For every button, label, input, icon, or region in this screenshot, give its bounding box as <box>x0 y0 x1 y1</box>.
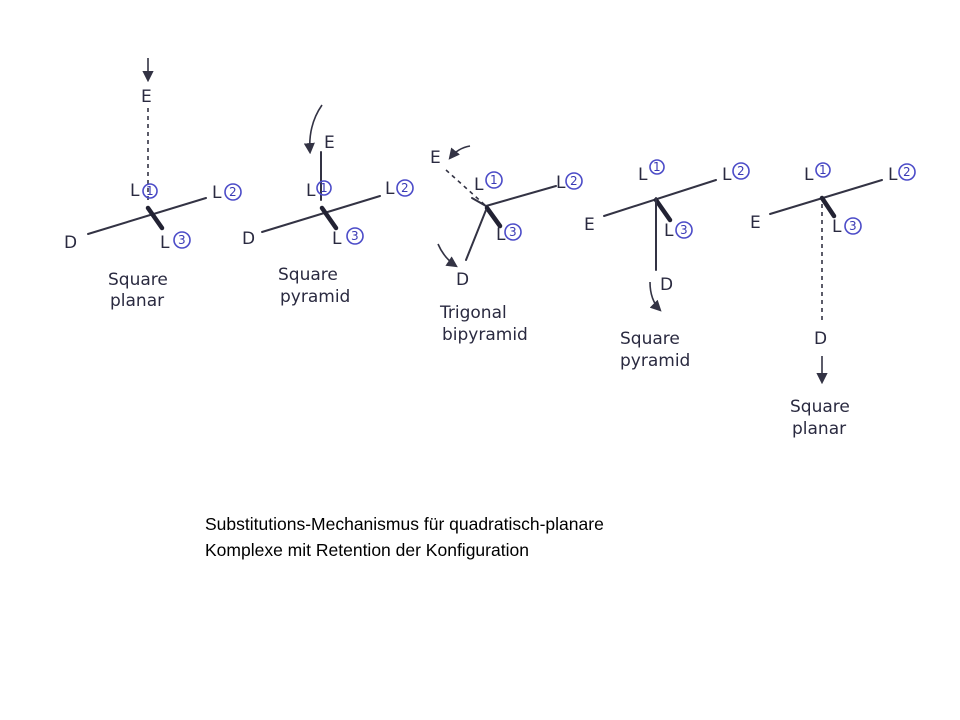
stage2-ligand2-circle <box>396 179 414 197</box>
stage5-ligand2-number: 2 <box>903 165 911 179</box>
stage3-departing-label: D <box>456 270 469 290</box>
stage1-ligand1-circle <box>142 183 158 199</box>
stage3-ligand1-L: L <box>474 175 484 195</box>
stage1-ligand2-L: L <box>212 183 222 203</box>
stage5-entering-label: E <box>750 213 761 233</box>
stage3-departing-arrow <box>437 243 458 268</box>
stage4-ligand1-L: L <box>638 165 648 185</box>
stage5-ligand3-circle <box>844 217 862 235</box>
stage3-ligand2-L: L <box>556 173 566 193</box>
stage4-main-bond <box>603 179 717 217</box>
stage1-wedge-bond <box>145 205 165 231</box>
stage1-ligand3-L: L <box>160 233 170 253</box>
stage1-ligand3-number: 3 <box>178 233 186 247</box>
stage2-caption-line2: pyramid <box>280 287 350 307</box>
stage3-ligand2-circle <box>565 172 583 190</box>
stage1-departing-label: D <box>64 233 77 253</box>
stage3-caption-line1: Trigonal <box>439 303 507 323</box>
stage5-ligand1-number: 1 <box>819 163 827 177</box>
stage2-main-bond <box>261 195 381 233</box>
stage3-entering-label: E <box>430 148 441 168</box>
stage-2-square-pyramid: E D L 1 L 2 L 3 Square pyramid <box>242 104 414 307</box>
stage4-departing-label: D <box>660 275 673 295</box>
stage4-caption-line1: Square <box>620 329 680 349</box>
stage2-ligand3-number: 3 <box>351 229 359 243</box>
stage3-wedge-bond <box>484 205 503 229</box>
stage4-caption-line2: pyramid <box>620 351 690 371</box>
stage3-ligand1-number: 1 <box>490 173 498 187</box>
stage5-main-bond <box>769 179 883 215</box>
stage3-caption-line2: bipyramid <box>442 325 528 345</box>
stage4-wedge-bond <box>653 197 673 223</box>
stage2-ligand2-L: L <box>385 179 395 199</box>
stage5-caption-line2: planar <box>792 419 846 439</box>
stage3-ligand2-number: 2 <box>570 174 578 188</box>
stage2-caption-line1: Square <box>278 265 338 285</box>
stage2-ligand1-circle <box>316 180 332 196</box>
stage5-ligand3-number: 3 <box>849 219 857 233</box>
stage1-caption-line2: planar <box>110 291 164 311</box>
stage5-caption-line1: Square <box>790 397 850 417</box>
stage5-ligand1-circle <box>815 162 831 178</box>
stage1-ligand1-L: L <box>130 181 140 201</box>
stage3-ligand3-L: L <box>496 225 506 245</box>
stage5-ligand2-circle <box>898 163 916 181</box>
stage2-approach-arrow <box>303 104 323 155</box>
stage3-ligand1-circle <box>485 171 503 189</box>
stage3-ligand3-number: 3 <box>509 225 517 239</box>
stage4-ligand2-L: L <box>722 165 732 185</box>
stage1-ligand2-circle <box>224 183 242 201</box>
stage4-ligand3-L: L <box>664 221 674 241</box>
stage4-entering-label: E <box>584 215 595 235</box>
stage5-ligand1-L: L <box>804 165 814 185</box>
stage2-ligand1-number: 1 <box>320 181 328 195</box>
stage3-bond-D <box>465 209 487 261</box>
stage3-entering-arrow <box>448 145 471 160</box>
stage2-ligand2-number: 2 <box>401 181 409 195</box>
stage1-ligand2-number: 2 <box>229 185 237 199</box>
stage4-ligand3-number: 3 <box>680 223 688 237</box>
stage2-ligand3-L: L <box>332 229 342 249</box>
stage2-departing-label: D <box>242 229 255 249</box>
stage1-main-bond <box>87 197 207 235</box>
stage5-departing-label: D <box>814 329 827 349</box>
caption-line-1: Substitutions-Mechanismus für quadratisc… <box>205 514 604 534</box>
stage4-ligand2-circle <box>732 162 750 180</box>
stage4-ligand1-circle <box>649 159 665 175</box>
stage1-entering-label: E <box>141 87 152 107</box>
stage5-ligand2-L: L <box>888 165 898 185</box>
stage4-ligand1-number: 1 <box>653 160 661 174</box>
figure-caption: Substitutions-Mechanismus für quadratisc… <box>205 511 765 563</box>
stage1-ligand1-number: 1 <box>146 184 154 198</box>
stage3-ligand3-circle <box>504 223 522 241</box>
stage4-ligand3-circle <box>675 221 693 239</box>
stage3-bond-L2 <box>485 185 557 207</box>
stage-4-square-pyramid: D E L 1 L 2 L 3 Square pyramid <box>584 159 750 371</box>
stage2-ligand1-L: L <box>306 181 316 201</box>
stage3-dashed-bond-E <box>445 169 487 207</box>
stage-3-trigonal-bipyramid: E D L 1 L 2 L 3 Trigonal bipyramid <box>430 145 583 345</box>
stage1-caption-line1: Square <box>108 270 168 290</box>
stage-5-square-planar: D E L 1 L 2 L 3 Square planar <box>750 162 916 439</box>
stage1-ligand3-circle <box>173 231 191 249</box>
stage4-ligand2-number: 2 <box>737 164 745 178</box>
caption-line-2: Komplexe mit Retention der Konfiguration <box>205 540 529 560</box>
stage2-entering-label: E <box>324 133 335 153</box>
stage5-wedge-bond <box>819 195 837 219</box>
stage2-wedge-bond <box>319 205 339 231</box>
stage2-ligand3-circle <box>346 227 364 245</box>
stage5-ligand3-L: L <box>832 217 842 237</box>
stage-1-square-planar: E D L 1 L 2 L 3 Square planar <box>64 58 242 311</box>
stage3-bond-L1 <box>471 197 487 207</box>
stage4-departing-arrow <box>649 281 662 312</box>
